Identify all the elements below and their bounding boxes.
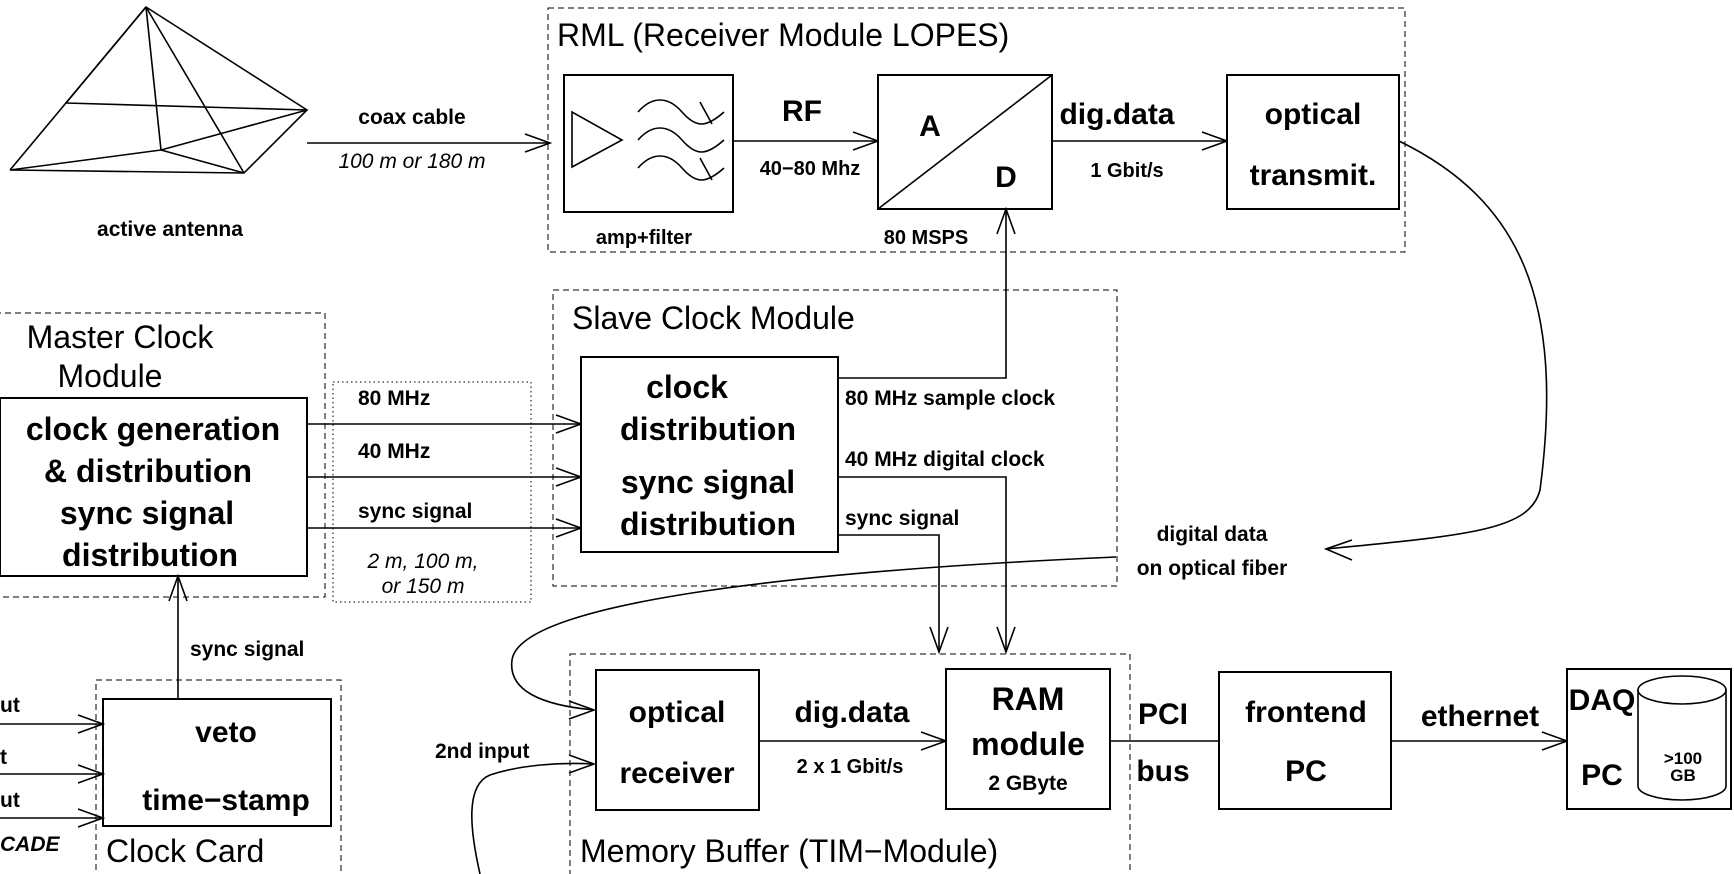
- clock-card-veto: veto: [195, 716, 257, 749]
- amp-filter-label: amp+filter: [596, 227, 692, 249]
- optical-fiber-arrowhead: [1323, 539, 1353, 561]
- coax-arrowhead: [524, 133, 553, 153]
- rf-frequency: 40−80 Mhz: [760, 158, 861, 180]
- second-input-arrowhead: [568, 754, 597, 774]
- fiber-to-receiver-arrowhead: [568, 700, 597, 720]
- disk-storage-icon: [1637, 675, 1727, 801]
- memory-buffer-frame: [569, 653, 1131, 874]
- rml-title: RML (Receiver Module LOPES): [557, 17, 1009, 53]
- coax-label: coax cable: [358, 106, 465, 129]
- second-input-path: [471, 762, 595, 874]
- sample-clock-arrowhead: [996, 206, 1016, 235]
- sample-clock-line: [838, 209, 1007, 379]
- digital-clock-line: [838, 476, 1007, 652]
- optical-transmitter-line2: transmit.: [1250, 159, 1377, 192]
- ram-module-size: 2 GByte: [988, 772, 1067, 795]
- coax-length: 100 m or 180 m: [338, 150, 485, 173]
- amp-filter-box: [563, 74, 734, 213]
- adc-label-a: A: [919, 110, 941, 143]
- clock-card-input2-label: t: [0, 746, 7, 769]
- cable-80mhz-label: 80 MHz: [358, 387, 430, 410]
- master-clock-frame: [0, 312, 326, 598]
- master-clock-line4: distribution: [62, 537, 238, 573]
- rml-module-frame: [547, 7, 1406, 253]
- slave-sync-line: [838, 534, 940, 652]
- rml-digdata-label: dig.data: [1059, 98, 1174, 131]
- master-clock-title-line2: Module: [58, 358, 163, 394]
- clock-card-timestamp: time−stamp: [142, 784, 310, 817]
- optical-receiver-box: [595, 669, 760, 811]
- disk-capacity-line2: GB: [1670, 766, 1696, 785]
- adc-label-d: D: [995, 161, 1017, 194]
- amplifier-icon: [571, 110, 624, 169]
- slave-clock-frame: [552, 289, 1118, 587]
- clock-card-sync-label: sync signal: [190, 638, 304, 661]
- clock-card-input3-label: ut: [0, 789, 20, 812]
- master-clock-box: [0, 397, 308, 577]
- rml-digdata-rate: 1 Gbit/s: [1090, 160, 1163, 182]
- slave-out-80mhz-label: 80 MHz sample clock: [845, 387, 1055, 410]
- clock-card-sync-arrowhead: [168, 573, 188, 602]
- slave-clock-line2: distribution: [620, 411, 796, 447]
- slave-clock-title: Slave Clock Module: [572, 300, 855, 336]
- master-clock-line1: clock generation: [26, 411, 280, 447]
- clock-card-input3-arrowhead: [77, 808, 106, 828]
- pci-bus-line1: PCI: [1138, 698, 1188, 731]
- ethernet-label: ethernet: [1421, 700, 1539, 733]
- cable-length-line1: 2 m, 100 m,: [367, 550, 479, 573]
- master-clock-line2: & distribution: [44, 453, 252, 489]
- fiber-label-line2: on optical fiber: [1137, 557, 1288, 580]
- pci-bus-line2: bus: [1136, 755, 1189, 788]
- slave-clock-line1: clock: [646, 369, 728, 405]
- cable-sync-label: sync signal: [358, 500, 472, 523]
- filter-waves-icon: [637, 99, 725, 181]
- cable-length-line2: or 150 m: [382, 575, 465, 598]
- clock-card-input4-label: CADE: [0, 833, 60, 856]
- cable-length-frame: [332, 381, 532, 603]
- slave-clock-box: [580, 356, 839, 553]
- slave-clock-line4: distribution: [620, 506, 796, 542]
- master-clock-title-line1: Master Clock: [27, 319, 215, 355]
- optical-fiber-path: [1325, 140, 1548, 550]
- master-clock-line3: sync signal: [60, 495, 234, 531]
- optical-receiver-line2: receiver: [619, 757, 734, 790]
- cable-40mhz-label: 40 MHz: [358, 440, 430, 463]
- clock-card-frame: [95, 679, 342, 874]
- slave-sync-arrowhead: [929, 626, 949, 655]
- fiber-label-line1: digital data: [1157, 523, 1268, 546]
- digital-clock-arrowhead: [996, 626, 1016, 655]
- optical-transmitter-line1: optical: [1265, 98, 1362, 131]
- ram-module-line1: RAM: [992, 681, 1065, 717]
- slave-clock-line3: sync signal: [621, 464, 795, 500]
- adc-sample-rate: 80 MSPS: [884, 227, 968, 249]
- optical-receiver-line1: optical: [629, 696, 726, 729]
- clock-card-input1-arrowhead: [77, 714, 106, 734]
- clock-card-box: [102, 698, 332, 827]
- slave-out-40mhz-label: 40 MHz digital clock: [845, 448, 1045, 471]
- ram-module-box: [945, 668, 1111, 810]
- adc-diagonal: [877, 74, 1053, 210]
- active-antenna-icon: [9, 5, 309, 174]
- clock-card-input2-arrowhead: [77, 764, 106, 784]
- clock-card-title: Clock Card: [106, 833, 264, 869]
- frontend-pc-line1: frontend: [1245, 696, 1367, 729]
- frontend-pc-box: [1218, 671, 1392, 810]
- daq-pc-box: [1566, 668, 1732, 810]
- daq-pc-line1: DAQ: [1569, 684, 1636, 717]
- frontend-pc-line2: PC: [1285, 755, 1327, 788]
- antenna-label: active antenna: [97, 218, 243, 241]
- memory-buffer-title: Memory Buffer (TIM−Module): [580, 833, 998, 869]
- mb-digdata-label: dig.data: [794, 696, 909, 729]
- second-input-label: 2nd input: [435, 740, 529, 763]
- ram-module-line2: module: [971, 726, 1085, 762]
- fiber-to-receiver-path: [510, 556, 1117, 711]
- slave-out-sync-label: sync signal: [845, 507, 959, 530]
- clock-card-input1-label: ut: [0, 694, 20, 717]
- disk-capacity-line1: >100: [1664, 749, 1702, 768]
- optical-transmitter-box: [1226, 74, 1400, 210]
- daq-pc-line2: PC: [1581, 759, 1623, 792]
- rf-label: RF: [782, 95, 822, 128]
- mb-digdata-rate: 2 x 1 Gbit/s: [797, 756, 904, 778]
